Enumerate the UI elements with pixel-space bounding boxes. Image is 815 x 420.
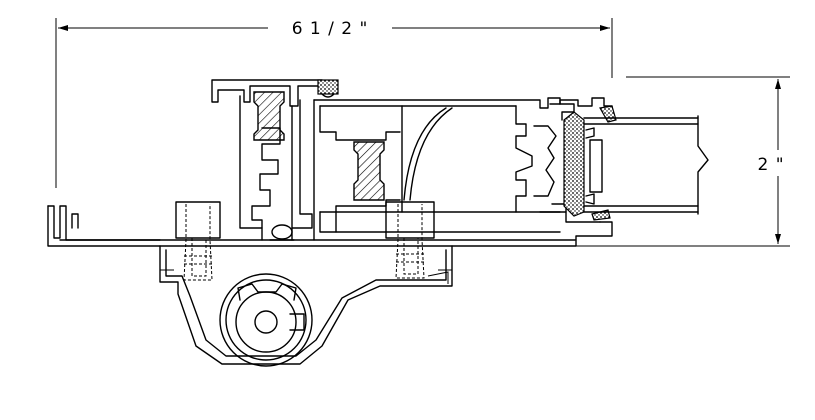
thermal-break-upper <box>253 91 285 141</box>
screw-anchor-right <box>385 201 449 284</box>
swing-arc <box>403 107 453 201</box>
sill-base-extrusion <box>47 205 613 247</box>
frame-extrusion <box>211 79 323 241</box>
screw-anchor-left <box>175 201 221 281</box>
height-dimension-label: 2 " <box>757 155 784 175</box>
gasket-bulb <box>269 224 295 241</box>
height-dimension: 2 " <box>576 76 790 247</box>
glass-unit <box>583 115 709 215</box>
weatherstrip-top <box>317 79 339 98</box>
roller-housing <box>159 245 453 365</box>
roller-wheel <box>219 273 313 367</box>
thermal-break-lower <box>353 141 385 201</box>
width-dimension-label: 6 1 / 2 " <box>292 19 369 39</box>
sash-extrusion <box>313 97 561 241</box>
width-dimension: 6 1 / 2 " <box>55 18 613 188</box>
